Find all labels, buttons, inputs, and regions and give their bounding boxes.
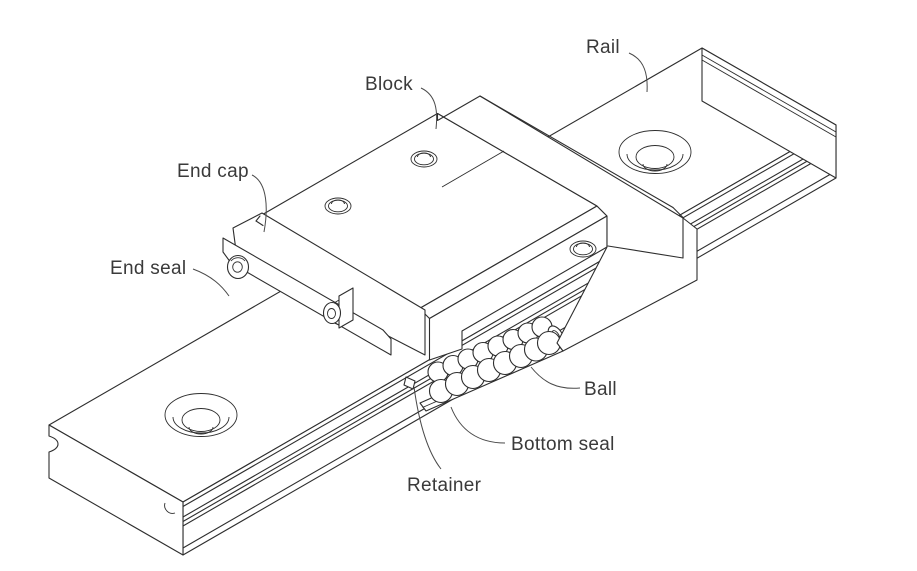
leader-bottom-seal [450,406,506,444]
left-end-stack [222,212,426,356]
cutaway-parts [403,316,565,412]
rail-left-end-face [48,424,184,556]
label-block: Block [365,74,413,95]
rail-hole-left [164,393,238,437]
retainer-tip [403,376,416,390]
leader-ball [530,366,581,389]
leader-rail [628,52,648,93]
end-seal-screw [226,254,250,280]
block-hole-2 [410,150,438,168]
rail-side-groove-line-1 [182,139,837,518]
rail-side-chamfer-line [182,128,837,508]
label-bottom-seal: Bottom seal [511,434,615,455]
annotations: Rail Block End cap End seal Ball Bottom … [110,37,648,496]
rail-left-end-groove-notch [164,502,176,514]
end-seal-face [222,237,392,356]
leader-block [420,87,438,130]
block [259,95,698,361]
end-cap-step-notch [255,215,264,227]
label-end-cap: End cap [177,161,249,182]
leader-retainer [413,386,442,470]
right-end-cap-edge [479,95,674,209]
leader-end-cap [251,174,267,233]
block-hole-1 [324,197,352,215]
grease-nipple [322,287,354,329]
right-end-cap-bottom [607,245,684,259]
right-end-cap-chamfer [672,206,684,219]
label-rail: Rail [586,37,620,58]
rail-right-end-chamfer-1 [701,54,837,133]
label-retainer: Retainer [407,475,482,496]
block-hole-3 [569,240,597,258]
rail-hole-right [618,130,692,174]
label-end-seal: End seal [110,258,186,279]
rail-edge-sliver [441,150,505,188]
leader-end-seal [192,268,230,297]
label-ball: Ball [584,379,617,400]
rail-right-end-chamfer-2 [701,59,837,138]
ball-row-lower [428,330,562,404]
block-right-end [436,95,698,352]
rail-right-end-face [701,47,837,179]
